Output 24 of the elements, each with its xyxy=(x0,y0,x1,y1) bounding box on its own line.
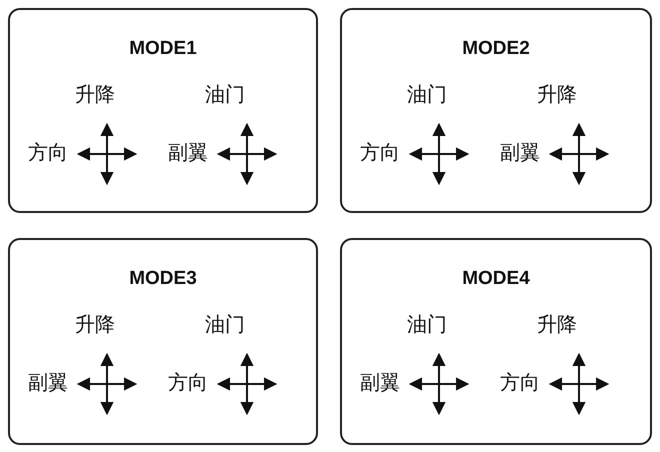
control-label: 方向 xyxy=(168,370,208,394)
mode-title: MODE2 xyxy=(461,38,531,60)
control-label: 油门 xyxy=(205,312,245,336)
control-label: 方向 xyxy=(360,140,400,164)
control-label: 升降 xyxy=(75,82,115,106)
control-label: 方向 xyxy=(500,370,540,394)
control-label: 副翼 xyxy=(28,370,68,394)
mode-title: MODE1 xyxy=(128,38,198,60)
control-label: 油门 xyxy=(407,82,447,106)
mode-title: MODE4 xyxy=(461,268,531,290)
control-label: 升降 xyxy=(75,312,115,336)
control-label: 油门 xyxy=(205,82,245,106)
control-label: 升降 xyxy=(537,312,577,336)
mode-panel xyxy=(340,238,652,445)
control-label: 升降 xyxy=(537,82,577,106)
mode-title: MODE3 xyxy=(128,268,198,290)
control-label: 方向 xyxy=(28,140,68,164)
control-label: 油门 xyxy=(407,312,447,336)
control-label: 副翼 xyxy=(168,140,208,164)
mode-panel xyxy=(8,238,318,445)
control-label: 副翼 xyxy=(500,140,540,164)
control-label: 副翼 xyxy=(360,370,400,394)
mode-panel xyxy=(8,8,318,213)
mode-panel xyxy=(340,8,652,213)
